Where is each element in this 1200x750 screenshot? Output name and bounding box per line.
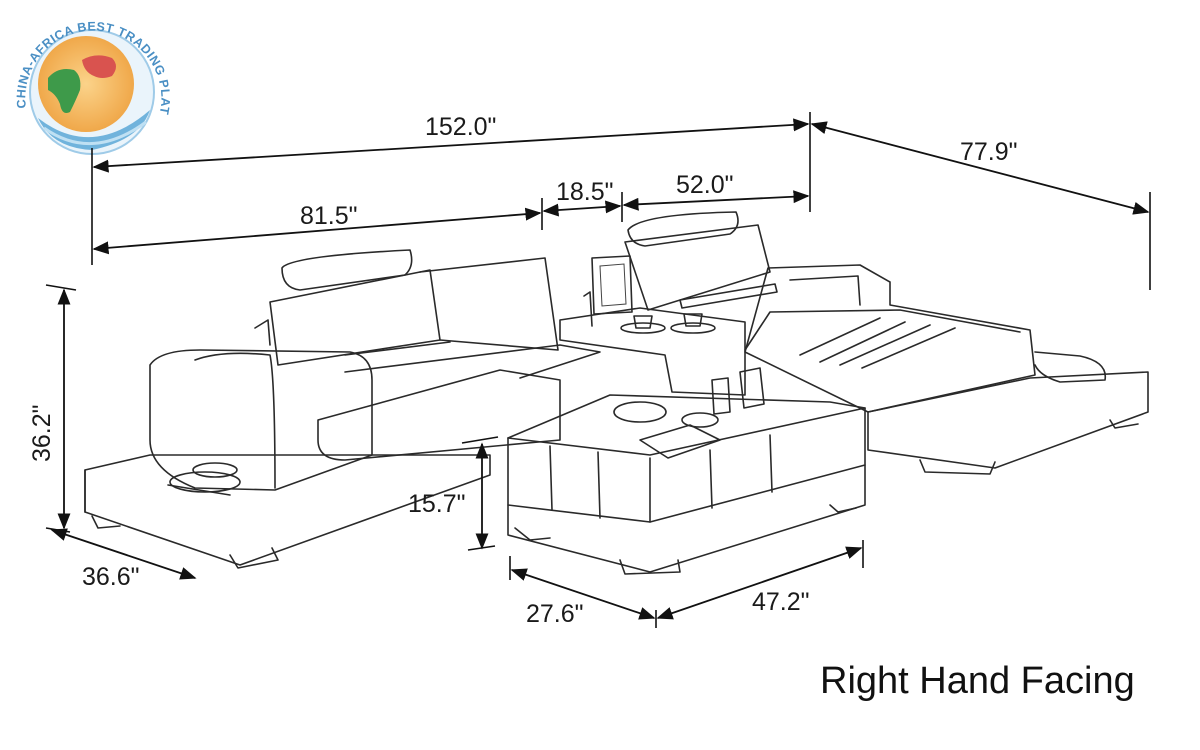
left-section-label: 81.5" — [300, 202, 358, 230]
orientation-caption: Right Hand Facing — [820, 660, 1135, 702]
sofa-illustration — [84, 211, 1149, 575]
table-height-label: 15.7" — [408, 490, 466, 518]
depth-label: 36.6" — [82, 563, 140, 591]
chaise-depth-label: 77.9" — [960, 138, 1018, 166]
right-section-label: 52.0" — [676, 171, 734, 199]
table-depth-label: 27.6" — [526, 600, 584, 628]
overall-length-label: 152.0" — [425, 113, 496, 141]
side-table-label: 18.5" — [556, 178, 614, 206]
china-icon — [82, 55, 116, 78]
height-label: 36.2" — [28, 404, 56, 462]
africa-icon — [48, 69, 81, 113]
dimension-lines — [45, 112, 1151, 628]
brand-logo: CHINA-AFRICA BEST TRADING PLATFORM — [0, 0, 172, 155]
dimension-labels: 152.0" 77.9" 81.5" 18.5" 52.0" 36.2" 36.… — [28, 113, 1018, 628]
table-length-label: 47.2" — [752, 588, 810, 616]
